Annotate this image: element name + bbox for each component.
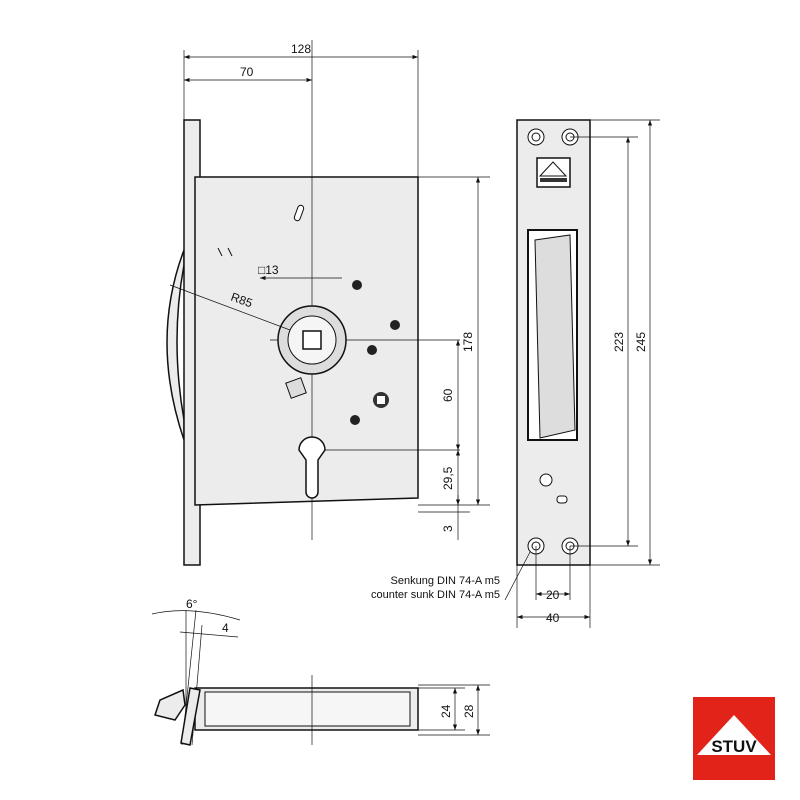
dim-70: 70 <box>240 65 254 79</box>
dim-angle-6: 6° <box>186 597 198 611</box>
strike-plate-view: 223 245 20 40 Senkung DIN 74-A m5 counte… <box>371 119 660 628</box>
dim-20: 20 <box>546 588 560 602</box>
front-view: R85 □13 128 70 178 60 29,5 3 <box>166 40 490 566</box>
countersink-label-en: counter sunk DIN 74-A m5 <box>371 589 500 601</box>
countersink-label-de: Senkung DIN 74-A m5 <box>391 575 500 587</box>
swing-arc <box>166 249 185 441</box>
handle-lip <box>154 688 186 721</box>
dim-28: 28 <box>462 704 476 718</box>
dim-178: 178 <box>461 332 475 352</box>
dim-24: 24 <box>439 704 453 718</box>
dim-3: 3 <box>441 525 455 532</box>
dim-29-5: 29,5 <box>441 466 455 490</box>
cylinder-keyhole <box>298 436 326 499</box>
faceplate-side <box>180 687 201 746</box>
dim-223: 223 <box>612 332 626 352</box>
stuv-logo: STUV <box>693 697 775 780</box>
logo-text: STUV <box>711 737 757 756</box>
square-spindle-hole <box>302 330 322 350</box>
dim-128: 128 <box>291 42 311 56</box>
dim-245: 245 <box>634 332 648 352</box>
dim-40: 40 <box>546 611 560 625</box>
bottom-view: 6° 4 24 28 <box>151 597 490 746</box>
square-label: □13 <box>258 263 279 277</box>
dim-60: 60 <box>441 388 455 402</box>
dim-faceplate-4: 4 <box>222 621 229 635</box>
